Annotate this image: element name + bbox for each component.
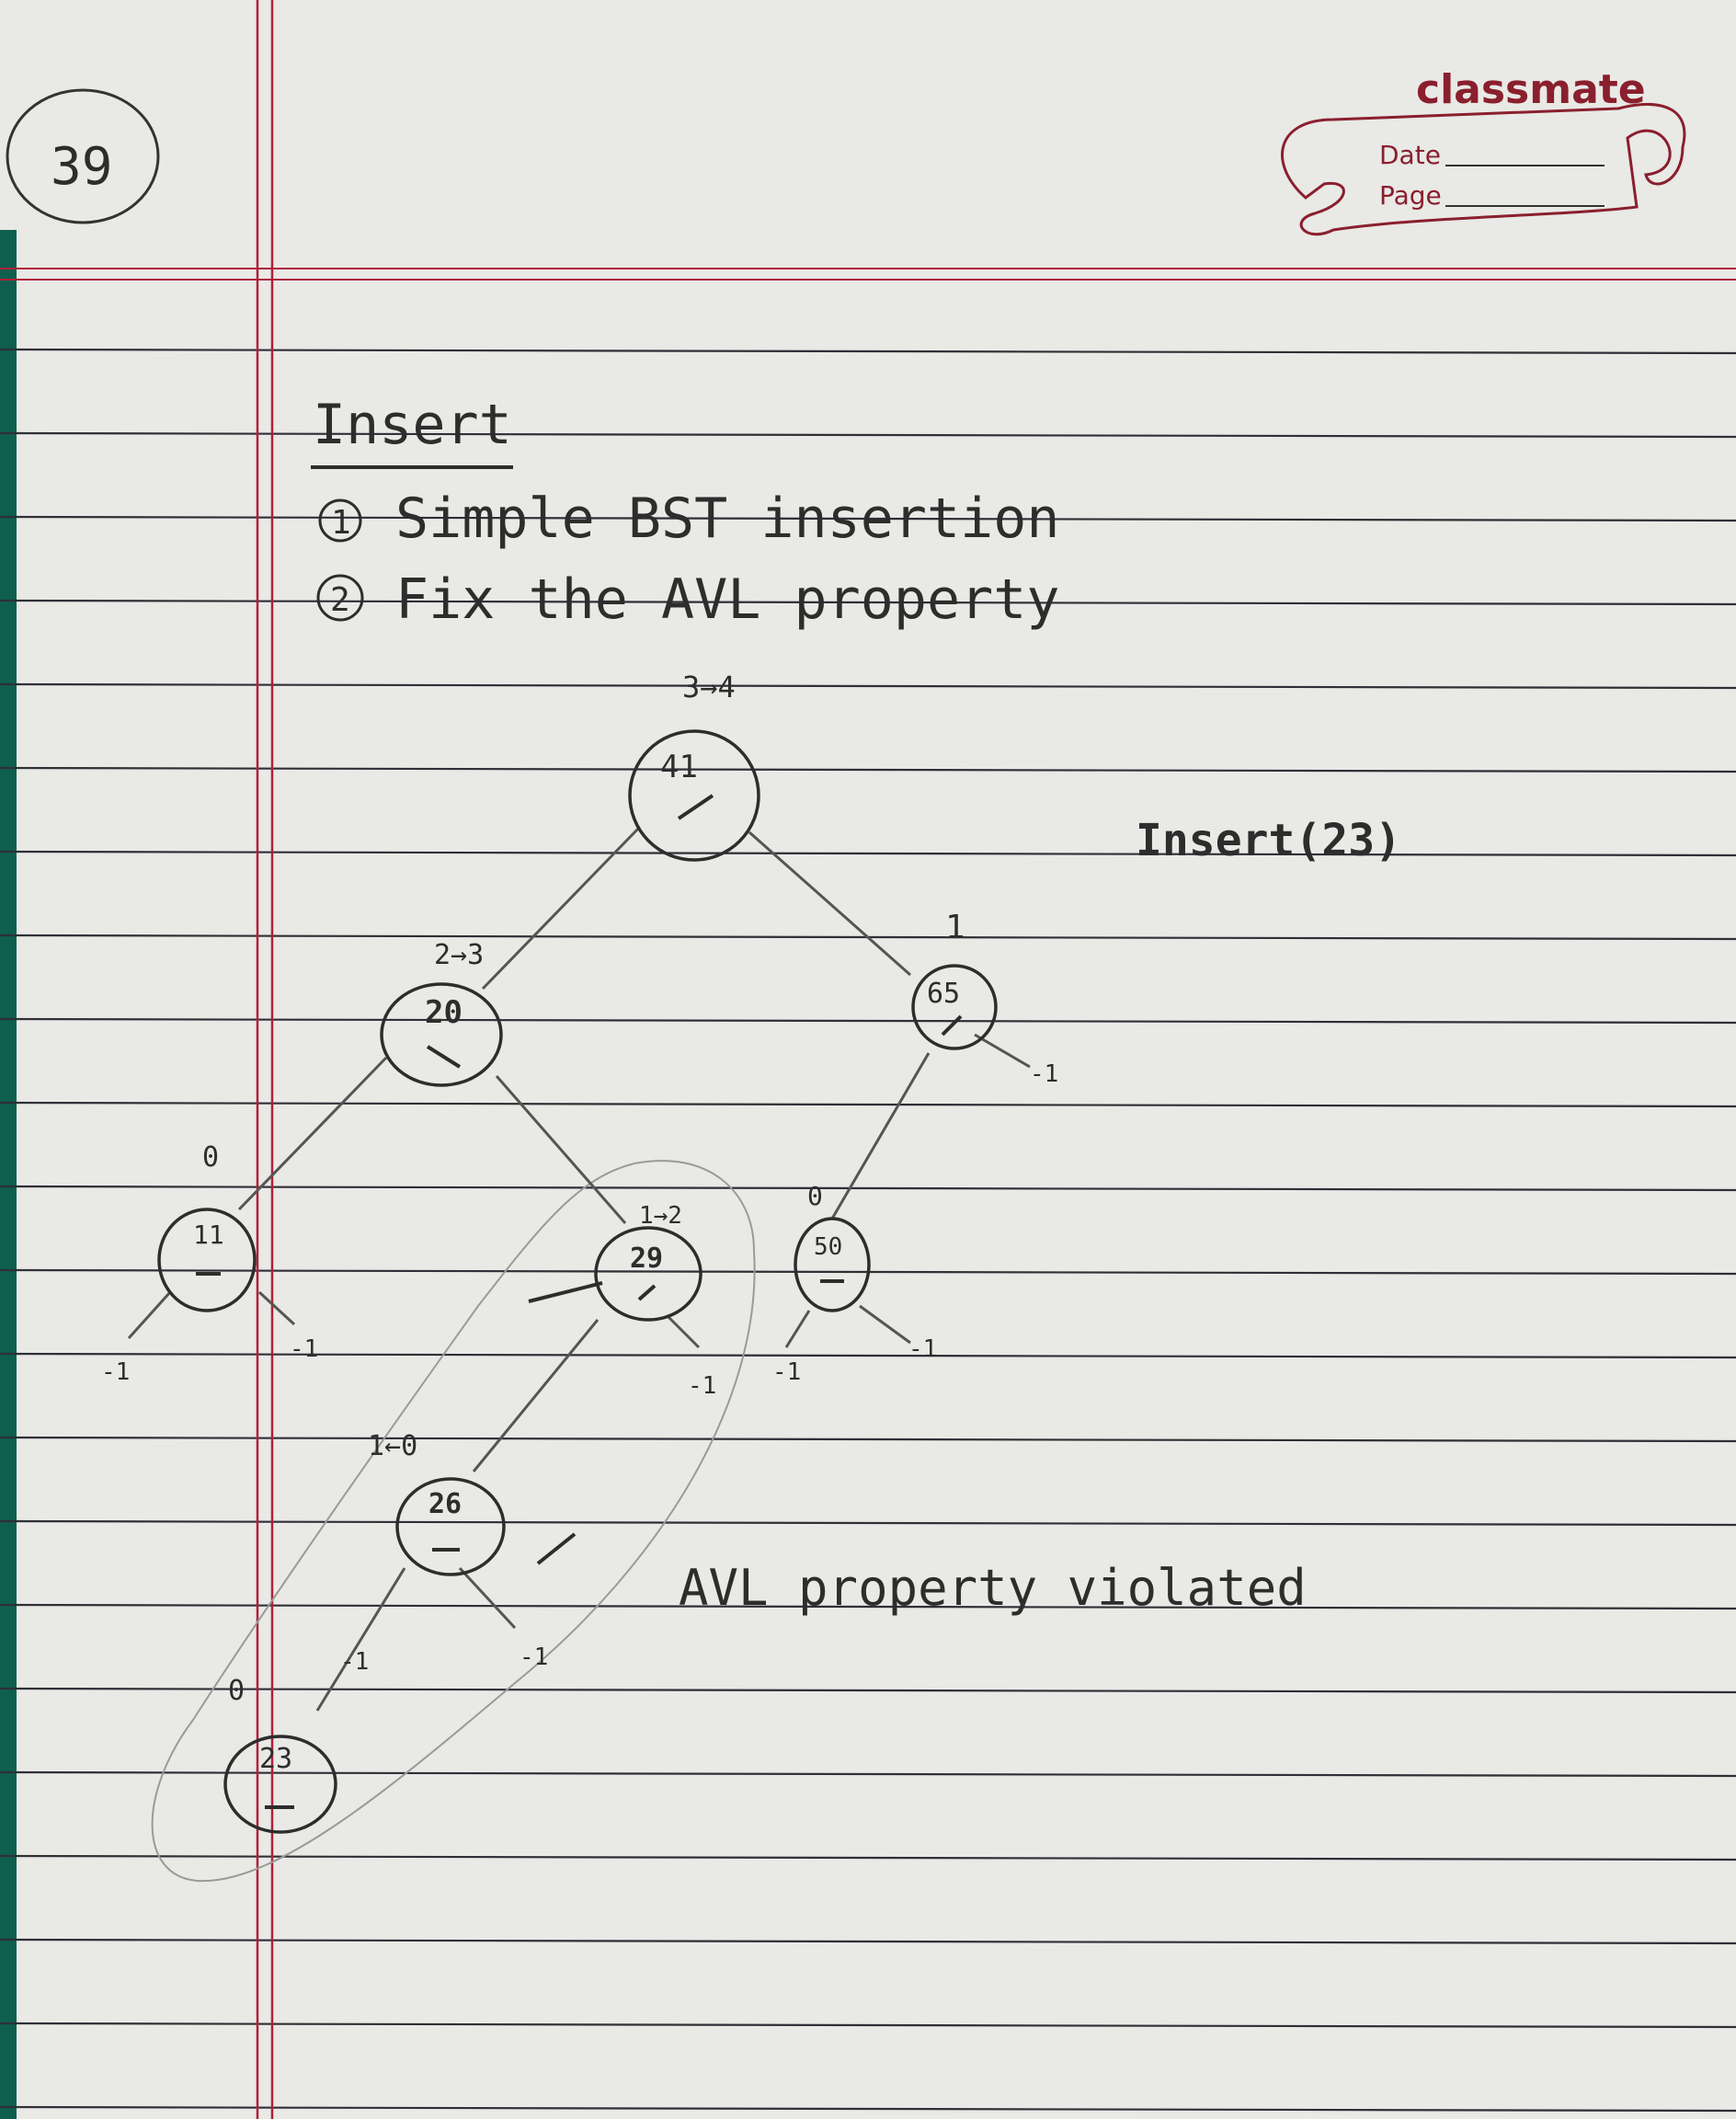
node-keys: 41 20 65 11 29 50 26 23	[193, 749, 960, 1775]
node-26-outer-arrow	[536, 1532, 577, 1565]
null-label-26-right: -1	[520, 1644, 548, 1671]
node-26-circle	[395, 1477, 506, 1576]
node-20-circle	[380, 982, 503, 1087]
null-edge-11-right	[257, 1290, 296, 1326]
null-label-50-right: -1	[908, 1335, 937, 1363]
node-41-balance-arrow	[677, 794, 714, 820]
null-edge-50-right	[859, 1304, 911, 1345]
null-edge-50-left	[784, 1310, 811, 1348]
node-41-key: 41	[660, 749, 698, 785]
rule-line	[0, 1938, 1736, 1945]
step-1-marker: 1	[331, 504, 351, 542]
node-50-circle	[794, 1217, 871, 1312]
node-29-height: 1→2	[639, 1202, 682, 1230]
node-23-circle	[223, 1735, 337, 1834]
rule-line	[0, 850, 1736, 857]
step-2-marker: 2	[330, 581, 350, 619]
null-label-11-right: -1	[290, 1335, 318, 1363]
date-label: Date	[1379, 140, 1441, 170]
node-65-circle	[911, 964, 998, 1050]
rule-line	[0, 515, 1736, 522]
violation-note: AVL property violated	[679, 1559, 1307, 1617]
node-23-height: 0	[228, 1675, 245, 1707]
rule-line	[0, 1017, 1736, 1025]
step-2-marker-circle	[316, 574, 364, 622]
null-label-29-right: -1	[688, 1372, 716, 1400]
rule-line	[0, 348, 1736, 355]
null-labels: -1 -1 -1 -1 -1 -1 -1 -1	[101, 1060, 1058, 1676]
operation-label: Insert(23)	[1136, 815, 1401, 866]
node-65-key: 65	[927, 978, 960, 1010]
edge-26-23	[315, 1567, 406, 1712]
step-2-text: Fix the AVL property	[395, 567, 1059, 632]
node-26-key: 26	[428, 1488, 462, 1520]
rule-line	[0, 2105, 1736, 2113]
heading-insert: Insert	[313, 393, 512, 457]
null-label-50-left: -1	[772, 1358, 801, 1386]
balance-marks	[196, 794, 963, 1809]
rule-line	[0, 1352, 1736, 1359]
null-label-26-left: -1	[340, 1648, 369, 1676]
page-number-circle	[6, 88, 160, 224]
edge-41-20	[481, 826, 641, 991]
rule-line	[0, 1519, 1736, 1527]
edge-29-26	[472, 1319, 600, 1472]
rule-line	[0, 1101, 1736, 1108]
node-20-key: 20	[425, 994, 463, 1031]
null-edge-11-left	[127, 1290, 172, 1340]
node-41-height: 3→4	[682, 670, 736, 704]
node-65-balance-arrow	[941, 1014, 963, 1037]
node-20-balance-arrow	[426, 1045, 462, 1069]
null-label-11-left: -1	[101, 1358, 130, 1386]
rule-line	[0, 1436, 1736, 1443]
null-label-65-right: -1	[1030, 1060, 1058, 1088]
rule-line	[0, 682, 1736, 690]
node-41-circle	[628, 729, 760, 862]
edge-65-50	[830, 1052, 931, 1220]
edge-20-29	[495, 1075, 627, 1224]
node-29-outer-arrow	[528, 1281, 603, 1303]
rule-line	[0, 1770, 1736, 1778]
rule-line	[0, 766, 1736, 773]
brand-scroll-frame	[1281, 102, 1686, 236]
step-1-marker-circle	[318, 498, 362, 543]
node-11-height: 0	[202, 1141, 219, 1174]
violation-outline	[151, 1160, 756, 1883]
null-edge-26-right	[458, 1566, 517, 1630]
null-edge-65-right	[974, 1033, 1031, 1069]
node-50-key: 50	[814, 1233, 842, 1261]
node-20-height: 2→3	[434, 939, 484, 971]
step-1-text: Simple BST insertion	[395, 487, 1059, 551]
node-29-circle	[594, 1226, 702, 1322]
brand-logo-text: classmate	[1416, 66, 1646, 113]
node-26-height: 1←0	[368, 1430, 417, 1462]
binding-strip	[0, 230, 17, 2119]
node-65-height: 1	[945, 909, 965, 946]
rule-line	[0, 1687, 1736, 1694]
page-number: 39	[51, 137, 112, 197]
ruled-lines	[0, 348, 1736, 2113]
node-50-height: 0	[807, 1181, 823, 1211]
rule-line	[0, 1185, 1736, 1192]
node-11-circle	[157, 1208, 257, 1312]
node-29-balance-arrow	[637, 1284, 657, 1301]
node-23-key: 23	[259, 1743, 292, 1775]
node-29-key: 29	[630, 1243, 663, 1275]
rule-line	[0, 2022, 1736, 2029]
tree-nodes	[157, 729, 998, 1834]
tree-edges	[127, 826, 1031, 1712]
rule-line	[0, 599, 1736, 606]
height-labels: 3→4 2→3 1 0 1→2 0 1←0 0	[202, 670, 965, 1707]
edge-20-11	[237, 1056, 388, 1211]
null-edge-29-right	[665, 1313, 701, 1349]
rule-line	[0, 431, 1736, 439]
rule-line	[0, 1603, 1736, 1610]
node-11-key: 11	[193, 1220, 224, 1250]
edge-41-65	[748, 830, 911, 977]
rule-line	[0, 1854, 1736, 1861]
page-label: Page	[1379, 180, 1442, 211]
